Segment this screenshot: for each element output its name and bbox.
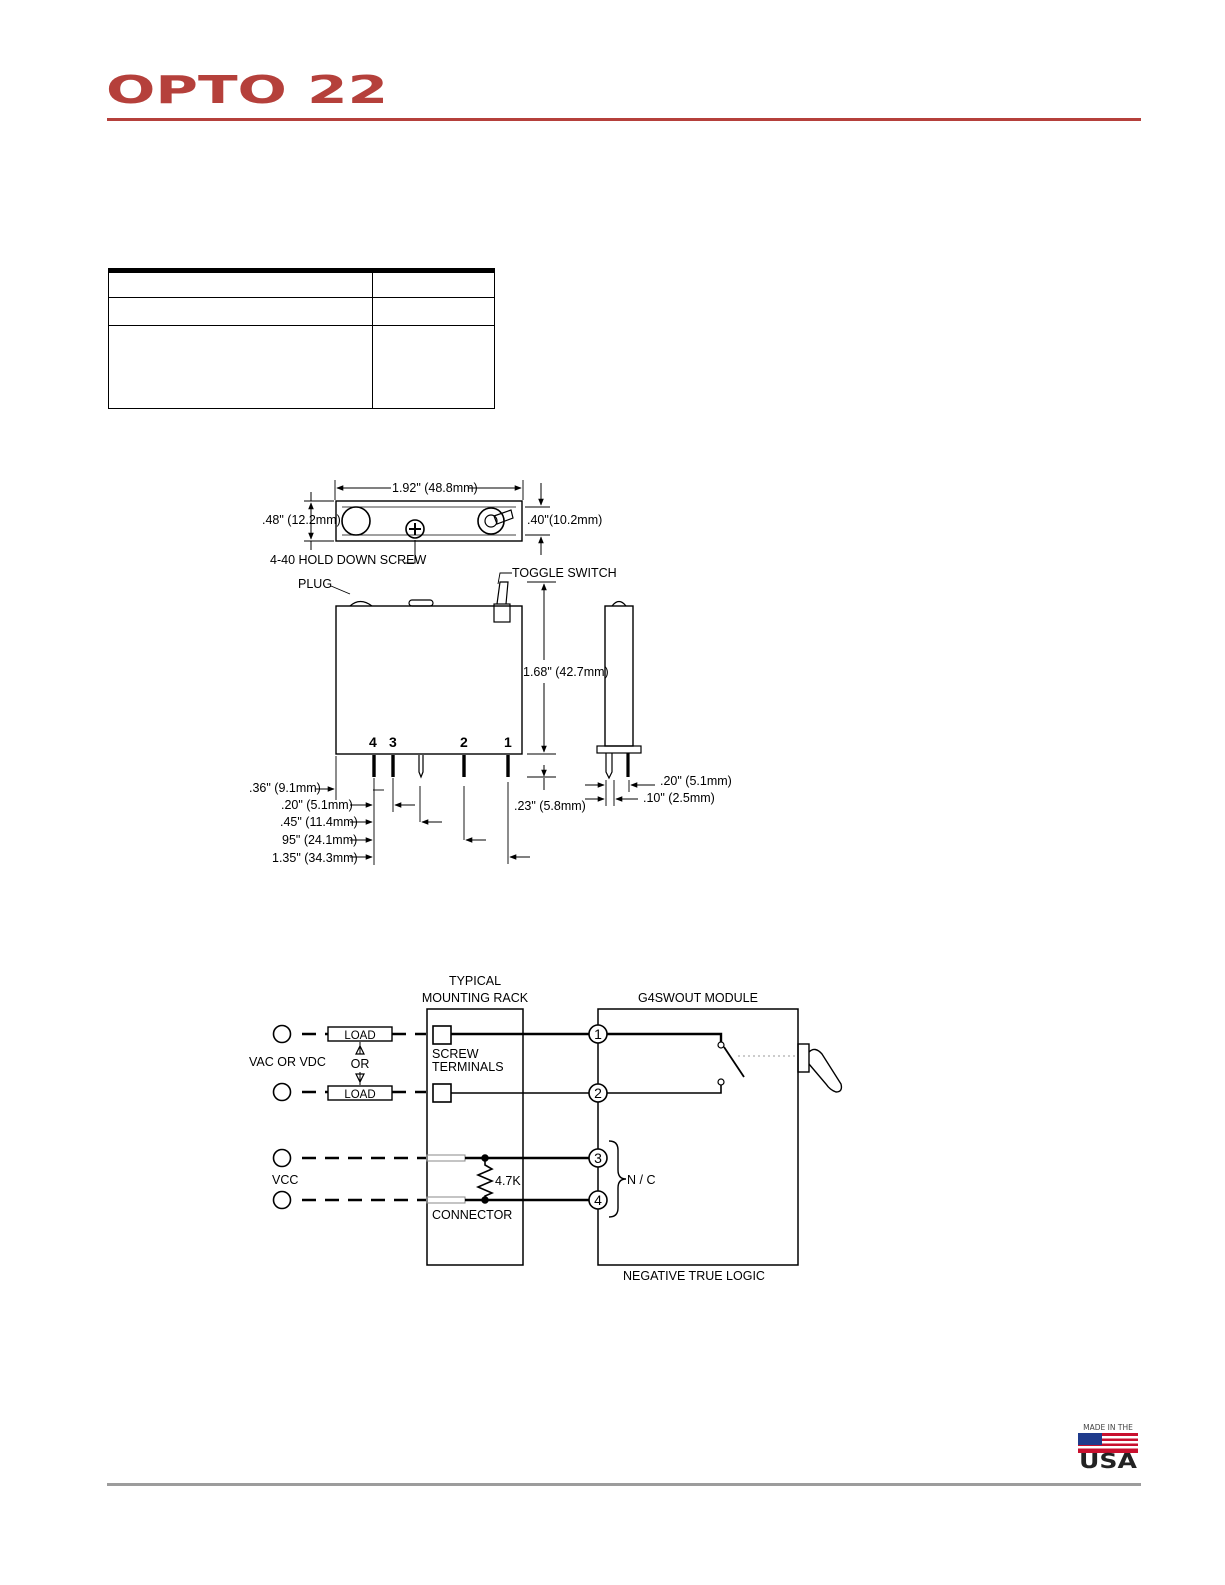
pin-number-4: 4 xyxy=(369,734,377,750)
wiring-labels: TYPICAL MOUNTING RACK G4SWOUT MODULE LOA… xyxy=(249,974,765,1283)
terminal-number-1: 1 xyxy=(594,1026,602,1042)
toggle-switch-label: TOGGLE SWITCH xyxy=(512,566,617,580)
supply-terminal-icon xyxy=(272,1024,292,1044)
footer-rule xyxy=(107,1483,1141,1486)
height-dimension-label: .48" (12.2mm) xyxy=(262,513,341,527)
pin-spacing-label: .20" (5.1mm) xyxy=(281,798,353,812)
side-pin-spacing-label: .20" (5.1mm) xyxy=(660,774,732,788)
header-rule xyxy=(107,118,1141,121)
nc-brace xyxy=(608,1140,627,1218)
load-box xyxy=(327,1026,393,1042)
pin-spacing-label: 95" (24.1mm) xyxy=(282,833,357,847)
load-label: LOAD xyxy=(344,1030,375,1042)
table-row-divider xyxy=(109,297,494,298)
hold-down-screw-icon xyxy=(405,519,425,539)
plug-circle xyxy=(341,506,371,536)
badge-line2: USA xyxy=(1079,1449,1138,1470)
module-title: G4SWOUT MODULE xyxy=(638,991,758,1005)
top-view-outline xyxy=(335,500,523,542)
width-dimension-label: 1.92" (48.8mm) xyxy=(392,481,478,495)
depth-dimension-label: .40"(10.2mm) xyxy=(527,513,602,527)
usa-flag-icon xyxy=(1078,1433,1138,1453)
hold-down-screw-label: 4-40 HOLD DOWN SCREW xyxy=(270,553,426,567)
or-label: OR xyxy=(351,1057,370,1071)
load-label: LOAD xyxy=(344,1089,375,1101)
badge-line1: MADE IN THE xyxy=(1083,1423,1133,1432)
mounting-rack-box xyxy=(426,1008,524,1266)
body-height-label: 1.68" (42.7mm) xyxy=(523,665,609,679)
resistor-icon xyxy=(475,1161,495,1197)
pin-length-label: .23" (5.8mm) xyxy=(514,799,586,813)
side-pin-offset-label: .10" (2.5mm) xyxy=(643,791,715,805)
dimensional-drawing xyxy=(304,480,655,865)
wiring-diagram xyxy=(272,1008,843,1266)
module-terminal-3 xyxy=(588,1148,608,1168)
side-view-outline xyxy=(604,605,634,747)
vcc-terminal-icon xyxy=(272,1148,292,1168)
load-box xyxy=(327,1085,393,1101)
made-in-usa-badge: MADE IN THE USA xyxy=(1078,1423,1138,1470)
terminal-number-2: 2 xyxy=(594,1085,602,1101)
pin-spacing-label: .45" (11.4mm) xyxy=(280,815,358,829)
spec-table xyxy=(108,268,495,409)
screw-terminal xyxy=(432,1025,452,1045)
rack-title-line1: TYPICAL xyxy=(449,974,501,988)
vcc-label: VCC xyxy=(272,1173,298,1187)
supply-label: VAC OR VDC xyxy=(249,1055,326,1069)
pin-offset-label: .36" (9.1mm) xyxy=(249,781,321,795)
screw-terminal xyxy=(432,1083,452,1103)
module-terminal-4 xyxy=(588,1190,608,1210)
toggle-icon xyxy=(797,1043,810,1073)
toggle-switch-icon xyxy=(477,507,505,535)
pin-number-3: 3 xyxy=(389,734,397,750)
screw-terminals-label: SCREW xyxy=(432,1047,479,1061)
rack-title-line2: MOUNTING RACK xyxy=(422,991,529,1005)
vcc-terminal-icon xyxy=(272,1190,292,1210)
pin-number-2: 2 xyxy=(460,734,468,750)
table-column-divider xyxy=(372,273,373,408)
nc-label: N / C xyxy=(627,1173,655,1187)
logic-label: NEGATIVE TRUE LOGIC xyxy=(623,1269,765,1283)
module-box xyxy=(597,1008,799,1266)
front-view-outline xyxy=(335,605,523,755)
switch-contact xyxy=(723,1046,745,1078)
connector-pin xyxy=(426,1154,466,1162)
screw-terminals-label: TERMINALS xyxy=(432,1060,504,1074)
terminal-number-3: 3 xyxy=(594,1150,602,1166)
connector-label: CONNECTOR xyxy=(432,1208,512,1222)
pin-number-1: 1 xyxy=(504,734,512,750)
opto22-logo: OPTO 22 xyxy=(106,70,388,110)
resistor-label: 4.7K xyxy=(495,1174,521,1188)
table-row-divider xyxy=(109,325,494,326)
dimension-labels: 1.92" (48.8mm) .48" (12.2mm) .40"(10.2mm… xyxy=(249,481,732,865)
supply-terminal-icon xyxy=(272,1082,292,1102)
logo-text: OPTO 22 xyxy=(106,70,388,110)
terminal-number-4: 4 xyxy=(594,1192,602,1208)
connector-pin xyxy=(426,1196,466,1204)
plug-label: PLUG xyxy=(298,577,332,591)
pin-spacing-label: 1.35" (34.3mm) xyxy=(272,851,358,865)
